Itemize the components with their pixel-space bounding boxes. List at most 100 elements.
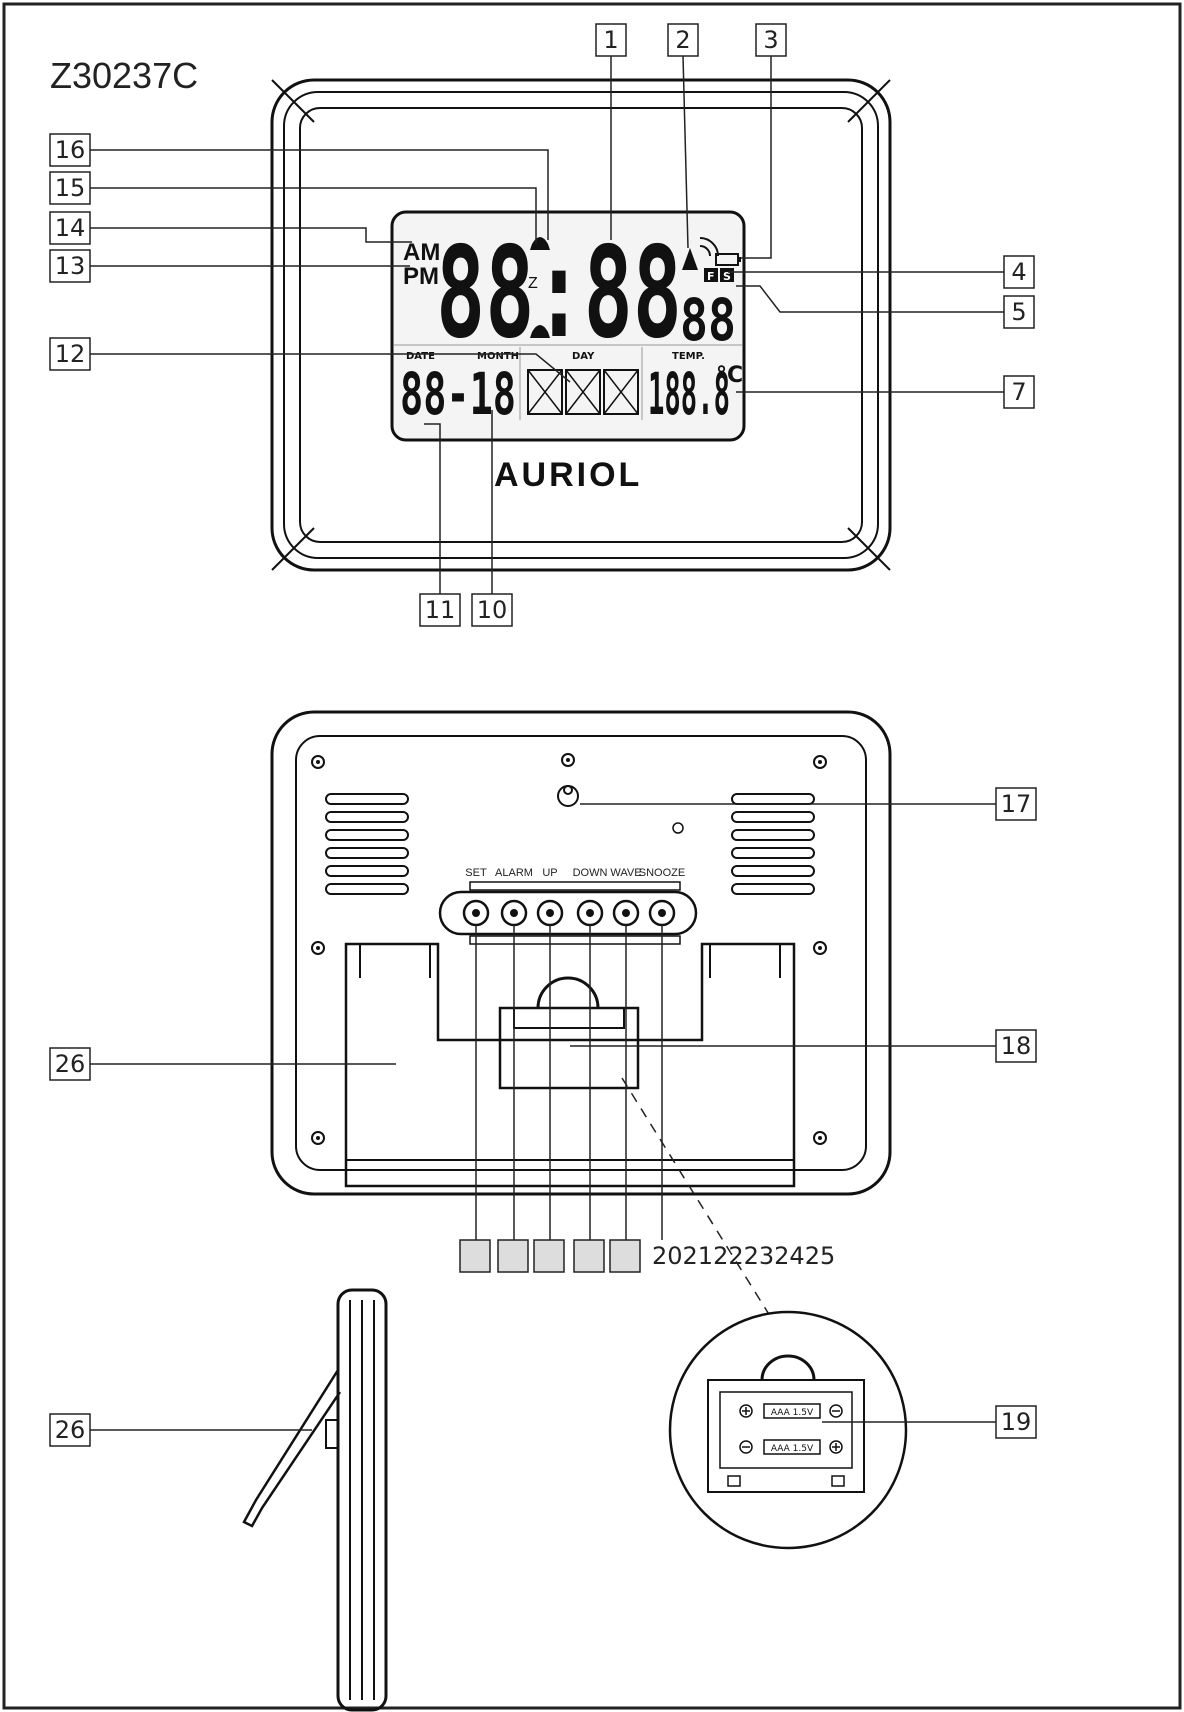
screw-icon [813, 941, 827, 955]
am-indicator: AM [403, 239, 440, 266]
stand-foot [345, 1159, 795, 1187]
pm-indicator: PM [403, 263, 439, 290]
date-digits: 88-18 [400, 360, 516, 428]
button-base-strip [469, 935, 681, 945]
callout-12: 12 [55, 340, 86, 368]
button-callout-box [533, 1239, 565, 1273]
screw-icon [813, 755, 827, 769]
minus-icon [739, 1440, 753, 1454]
front-callouts: 1 2 3 4 5 7 16 15 14 13 [49, 23, 1035, 627]
screw-icon [561, 753, 575, 767]
alarm-bell-icon [530, 325, 550, 338]
battery-door-handle [536, 976, 600, 1009]
button-callout-box [497, 1239, 529, 1273]
battery-door-tab [513, 1007, 625, 1029]
corner-bevel [271, 79, 315, 123]
side-stand [242, 1369, 342, 1528]
callout-26-back: 26 [55, 1050, 86, 1078]
callout-19: 19 [1001, 1408, 1032, 1436]
battery-compartment [707, 1379, 865, 1493]
callout-3: 3 [763, 26, 778, 54]
callout-numbers-20-25: 202122232425 [652, 1242, 835, 1270]
button-label-up: UP [542, 867, 557, 879]
button-callout-box [573, 1239, 605, 1273]
corner-bevel [271, 527, 315, 571]
temp-digits: 188.8 [648, 360, 730, 428]
battery-cell [763, 1439, 821, 1455]
button-label-alarm: ALARM [495, 867, 533, 879]
plus-icon [829, 1440, 843, 1454]
model-number: Z30237C [50, 55, 198, 96]
celsius-unit: °C [716, 363, 743, 388]
stand-hinge [359, 944, 781, 978]
snooze-indicator: Z [528, 275, 538, 292]
button-label-strip [469, 881, 681, 891]
button-center-dot [472, 909, 480, 917]
brand-logo: AURIOL [494, 456, 642, 494]
button-label-down: DOWN [573, 867, 608, 879]
front-housing-mid [283, 91, 879, 559]
temp-label: TEMP. [672, 351, 705, 362]
callout-10: 10 [477, 596, 508, 624]
battery-cell [763, 1403, 821, 1419]
callout-13: 13 [55, 252, 86, 280]
screw-icon [813, 1131, 827, 1145]
corner-bevel [847, 79, 891, 123]
callout-15: 15 [55, 174, 86, 202]
battery-door [498, 1006, 640, 1090]
speaker-vent-right [731, 793, 815, 895]
front-view: AM PM 88:88 Z 88 F S DATE [270, 78, 892, 572]
lcd-panel [390, 210, 746, 442]
front-housing-inner [299, 107, 863, 543]
corner-bevel [847, 527, 891, 571]
date-label: DATE [406, 351, 435, 362]
callout-1: 1 [603, 26, 618, 54]
side-hinge [325, 1419, 339, 1449]
button-center-dot [546, 909, 554, 917]
seconds-digits: 88 [680, 286, 736, 354]
back-housing-outer [270, 710, 892, 1196]
battery-icon [715, 253, 741, 266]
day-segment-display [527, 369, 639, 415]
speaker-vent-left [325, 793, 409, 895]
callout-4: 4 [1011, 258, 1026, 286]
day-label: DAY [572, 351, 595, 362]
callout-17: 17 [1001, 790, 1032, 818]
detail-circle [668, 1310, 908, 1550]
callout-16: 16 [55, 136, 86, 164]
detail-pointer [621, 1077, 771, 1317]
button-label-set: SET [465, 867, 487, 879]
button-label-wave: WAVE [610, 867, 641, 879]
screw-icon [311, 1131, 325, 1145]
alarm-bell-icon [530, 237, 550, 250]
side-housing [336, 1288, 388, 1712]
stand [344, 942, 796, 1188]
button-callout-box [609, 1239, 641, 1273]
f-indicator: F [707, 270, 715, 283]
screw-icon [311, 755, 325, 769]
back-callouts: 17 18 26 202122232425 [49, 787, 1037, 1317]
button-center-dot [622, 909, 630, 917]
wall-mount-hole-icon [557, 785, 579, 807]
plus-icon [739, 1404, 753, 1418]
callout-26-side: 26 [55, 1416, 86, 1444]
screw-icon [311, 941, 325, 955]
back-housing-inner [295, 735, 867, 1171]
button-center-dot [586, 909, 594, 917]
time-digits: 88:88 [436, 219, 682, 366]
dst-indicator: S [723, 270, 731, 283]
button-label-snooze: SNOOZE [639, 867, 685, 879]
button-center-dot [658, 909, 666, 917]
battery-detail: AAA 1.5V AAA 1.5V 19 [668, 1310, 1037, 1550]
button-center-dot [510, 909, 518, 917]
minus-icon [829, 1404, 843, 1418]
button-callout-box [459, 1239, 491, 1273]
f-indicator-box [704, 268, 718, 282]
side-view: 26 [49, 1288, 388, 1712]
battery-label-2: AAA 1.5V [771, 1444, 814, 1454]
front-housing-outer [270, 78, 892, 572]
